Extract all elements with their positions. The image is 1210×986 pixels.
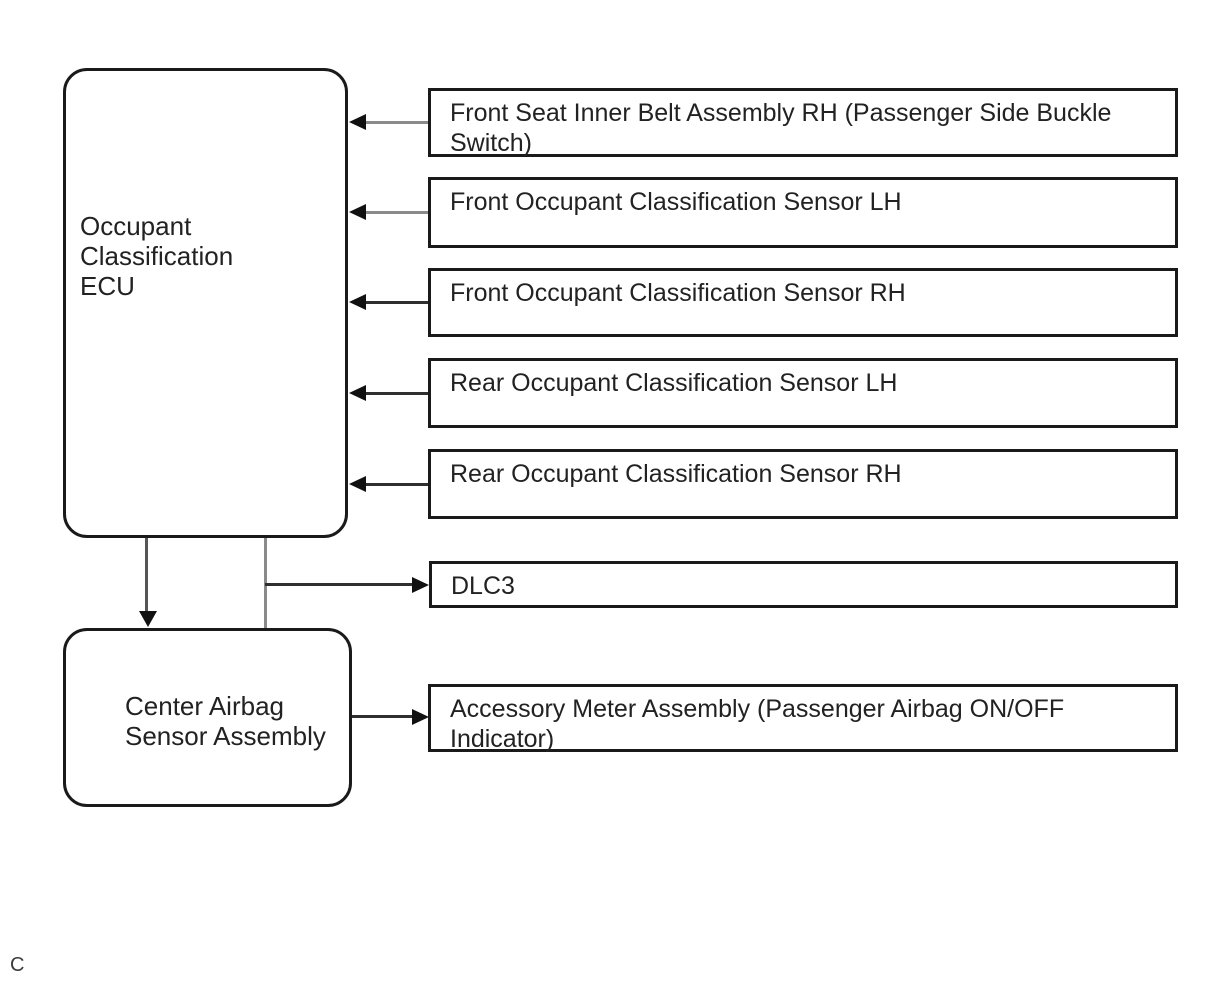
front-occupant-sensor-rh-label: Front Occupant Classification Sensor RH — [450, 279, 906, 307]
ecu-label-line1: Occupant Classification — [80, 211, 234, 271]
center-airbag-label-line2: Sensor Assembly — [125, 721, 326, 751]
rear-occupant-sensor-rh-box: Rear Occupant Classification Sensor RH — [428, 449, 1178, 519]
connector-line-input-2 — [366, 211, 428, 214]
arrowhead-left-icon-input-5 — [349, 476, 366, 492]
rear-occupant-sensor-lh-label: Rear Occupant Classification Sensor LH — [450, 369, 898, 397]
connector-line-ecu-to-center-airbag — [145, 538, 148, 612]
center-airbag-sensor-assembly-box: Center Airbag Sensor Assembly — [63, 628, 352, 807]
front-seat-inner-belt-rh-box: Front Seat Inner Belt Assembly RH (Passe… — [428, 88, 1178, 157]
accessory-meter-label: Accessory Meter Assembly (Passenger Airb… — [450, 695, 1065, 753]
front-occupant-sensor-lh-label: Front Occupant Classification Sensor LH — [450, 188, 902, 216]
connector-line-dlc3 — [265, 583, 412, 586]
dlc3-label: DLC3 — [451, 572, 515, 600]
rear-occupant-sensor-rh-label: Rear Occupant Classification Sensor RH — [450, 460, 902, 488]
occupant-classification-ecu-box: Occupant Classification ECU — [63, 68, 348, 538]
corner-label: C — [10, 954, 25, 976]
arrowhead-left-icon-input-2 — [349, 204, 366, 220]
accessory-meter-assembly-box: Accessory Meter Assembly (Passenger Airb… — [428, 684, 1178, 753]
center-airbag-label-line1: Center Airbag — [125, 691, 284, 721]
arrowhead-down-icon-center-airbag — [139, 611, 157, 627]
front-occupant-sensor-rh-box: Front Occupant Classification Sensor RH — [428, 268, 1178, 337]
rear-occupant-sensor-lh-box: Rear Occupant Classification Sensor LH — [428, 358, 1178, 428]
ecu-label-line2: ECU — [80, 271, 135, 301]
arrowhead-left-icon-input-3 — [349, 294, 366, 310]
arrowhead-left-icon-input-1 — [349, 114, 366, 130]
front-occupant-sensor-lh-box: Front Occupant Classification Sensor LH — [428, 177, 1178, 248]
front-seat-inner-belt-rh-label: Front Seat Inner Belt Assembly RH (Passe… — [450, 99, 1112, 157]
connector-line-input-1 — [366, 121, 428, 124]
connector-line-input-3 — [366, 301, 428, 304]
connector-line-accessory-meter — [352, 715, 412, 718]
arrowhead-right-icon-accessory-meter — [412, 709, 429, 725]
connector-line-input-4 — [366, 392, 428, 395]
arrowhead-right-icon-dlc3 — [412, 577, 429, 593]
dlc3-box: DLC3 — [429, 561, 1178, 608]
connector-line-input-5 — [366, 483, 428, 486]
arrowhead-left-icon-input-4 — [349, 385, 366, 401]
